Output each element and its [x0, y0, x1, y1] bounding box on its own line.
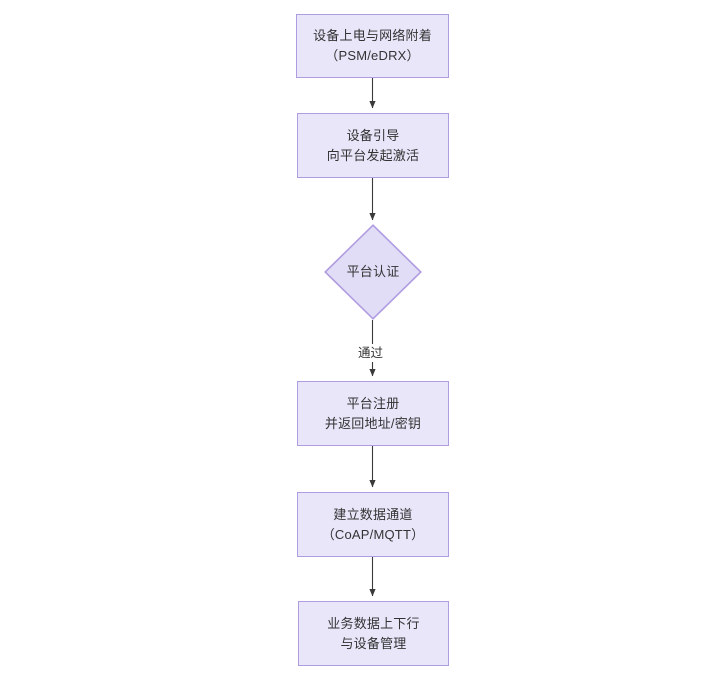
edge-label-pass: 通过: [356, 344, 386, 362]
node-device-power-on[interactable]: 设备上电与网络附着 （PSM/eDRX）: [296, 14, 449, 78]
node-business-data[interactable]: 业务数据上下行 与设备管理: [298, 601, 449, 666]
node-label: 平台认证: [346, 264, 400, 279]
node-platform-register[interactable]: 平台注册 并返回地址/密钥: [297, 381, 449, 446]
node-label: 设备上电与网络附着 （PSM/eDRX）: [313, 28, 432, 63]
diamond-shape: [324, 224, 422, 320]
node-label: 业务数据上下行 与设备管理: [327, 615, 420, 651]
node-label: 平台注册 并返回地址/密钥: [324, 395, 422, 431]
node-data-channel[interactable]: 建立数据通道 （CoAP/MQTT）: [297, 492, 449, 557]
node-label: 设备引导 向平台发起激活: [326, 127, 420, 163]
node-device-bootstrap[interactable]: 设备引导 向平台发起激活: [297, 113, 449, 178]
node-label: 建立数据通道 （CoAP/MQTT）: [321, 506, 425, 542]
node-platform-auth-decision[interactable]: 平台认证: [324, 224, 422, 320]
